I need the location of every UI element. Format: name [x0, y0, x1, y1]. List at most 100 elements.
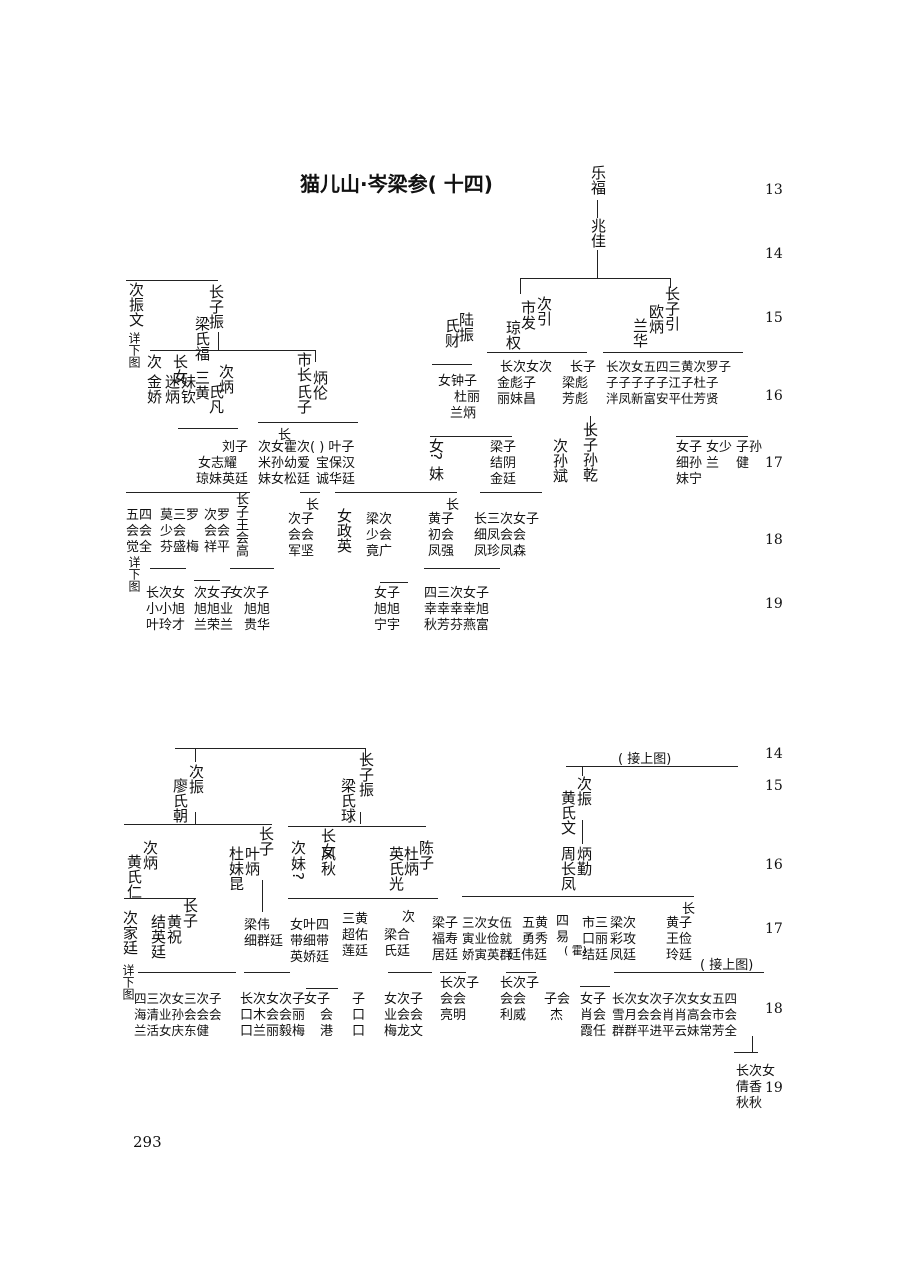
- connector: [432, 364, 472, 365]
- person-node: 氏凡: [207, 384, 225, 414]
- person-node: 口兰丽毅梅: [240, 1024, 306, 1039]
- person-node: 长次女次子: [240, 992, 306, 1007]
- connector: [462, 896, 694, 897]
- person-node: 次女子: [194, 586, 234, 601]
- person-node: 长子引: [663, 286, 681, 331]
- person-node: 长次女次: [500, 360, 553, 375]
- generation-number: 13: [765, 182, 783, 198]
- person-node: 旭旭: [244, 602, 271, 617]
- person-node: 梁子: [432, 916, 459, 931]
- person-node: 港: [320, 1024, 334, 1039]
- person-node: 秋秋: [736, 1096, 763, 1111]
- person-node: 宝保汉: [316, 456, 356, 471]
- connector: [124, 898, 196, 899]
- person-node: 芳彪: [562, 392, 589, 407]
- connector: [597, 250, 598, 278]
- connector: [580, 986, 610, 987]
- connector: [734, 1052, 758, 1053]
- connector: [614, 972, 764, 973]
- person-node: 细孙: [676, 456, 703, 471]
- person-node: 杜炳: [402, 846, 420, 876]
- generation-number: 19: [765, 1080, 783, 1096]
- connector: [126, 492, 250, 493]
- person-node: 福寿: [432, 932, 459, 947]
- person-node: 氏财: [443, 318, 461, 348]
- generation-number: 17: [765, 921, 783, 937]
- person-node: 长次子: [500, 976, 540, 991]
- connector: [752, 1036, 753, 1052]
- connector: [388, 972, 432, 973]
- person-node: 廷伟廷: [508, 948, 548, 963]
- person-node: 彩攻: [610, 932, 637, 947]
- person-node: 结英廷: [149, 914, 167, 959]
- connector: [603, 352, 743, 353]
- person-node: 廖氏朝: [171, 778, 189, 823]
- person-node: 黄祝: [165, 914, 183, 944]
- person-node: 杰: [550, 1008, 564, 1023]
- person-node: 女子: [304, 992, 331, 1007]
- person-node: 长子: [181, 898, 199, 928]
- person-node: 金娇: [145, 374, 163, 404]
- continued-note: ( 接上图): [700, 958, 754, 973]
- person-node: 黄子: [666, 916, 693, 931]
- person-node: 长子孙乾: [581, 422, 599, 482]
- person-node: 女子: [374, 586, 401, 601]
- connector: [150, 350, 315, 351]
- person-node: 王俭: [666, 932, 693, 947]
- connector: [175, 748, 365, 749]
- person-node: 口: [352, 1008, 366, 1023]
- person-node: 长次女次子次女女五四: [612, 991, 738, 1006]
- person-node: 女次子: [384, 992, 424, 1007]
- connector: [430, 436, 512, 437]
- connector: [520, 278, 670, 279]
- person-node: 梁次: [610, 916, 637, 931]
- person-node: 雪月会会肖肖高会市会: [612, 1007, 738, 1022]
- person-node: 氏廷: [384, 944, 411, 959]
- person-node: 次: [402, 910, 416, 925]
- person-node: 结阴: [490, 456, 517, 471]
- person-node: 梁氏球: [339, 778, 357, 823]
- person-node: 次振文: [127, 282, 145, 327]
- person-node: 次子: [288, 512, 315, 527]
- person-node: 长子: [257, 826, 275, 856]
- person-node: 芬盛梅: [160, 540, 200, 555]
- page-number: 293: [133, 1133, 162, 1151]
- person-node: 妹钦: [179, 374, 197, 404]
- person-node: 倩香: [736, 1080, 763, 1095]
- person-node: 女子: [580, 992, 607, 1007]
- person-node: 英娇廷: [290, 950, 330, 965]
- person-node: 长次女: [736, 1064, 776, 1079]
- generation-number: 18: [765, 1001, 783, 1017]
- person-node: ( 霍): [564, 944, 588, 957]
- person-node: 贵华: [244, 618, 271, 633]
- person-node: 米孙幼爱: [258, 456, 311, 471]
- person-node: 女子: [676, 440, 703, 455]
- connector: [582, 766, 583, 776]
- connector: [288, 898, 438, 899]
- connector: [244, 972, 290, 973]
- person-node: 妹: [289, 856, 307, 871]
- person-node: 市长: [295, 352, 313, 382]
- connector: [195, 748, 196, 762]
- generation-number: 15: [765, 310, 783, 326]
- person-node: 英氏光: [387, 846, 405, 891]
- see-below-note: 详下图: [127, 556, 141, 592]
- person-node: 兰华: [631, 318, 649, 348]
- person-node: 霞任: [580, 1024, 607, 1039]
- connector: [380, 582, 408, 583]
- person-node: 小小旭: [146, 602, 186, 617]
- person-node: 口丽: [582, 932, 609, 947]
- person-node: 妹女松廷: [258, 472, 311, 487]
- person-node: 口: [352, 1024, 366, 1039]
- connector: [365, 748, 366, 762]
- connector: [315, 350, 316, 362]
- person-node: 陆振: [457, 312, 475, 342]
- person-node: 刘子: [222, 440, 249, 455]
- generation-number: 16: [765, 857, 783, 873]
- person-node: 寅业俭就: [462, 931, 513, 946]
- connector: [258, 422, 358, 423]
- connector: [506, 972, 536, 973]
- person-node: 梁彪: [562, 376, 589, 391]
- connector: [582, 820, 583, 844]
